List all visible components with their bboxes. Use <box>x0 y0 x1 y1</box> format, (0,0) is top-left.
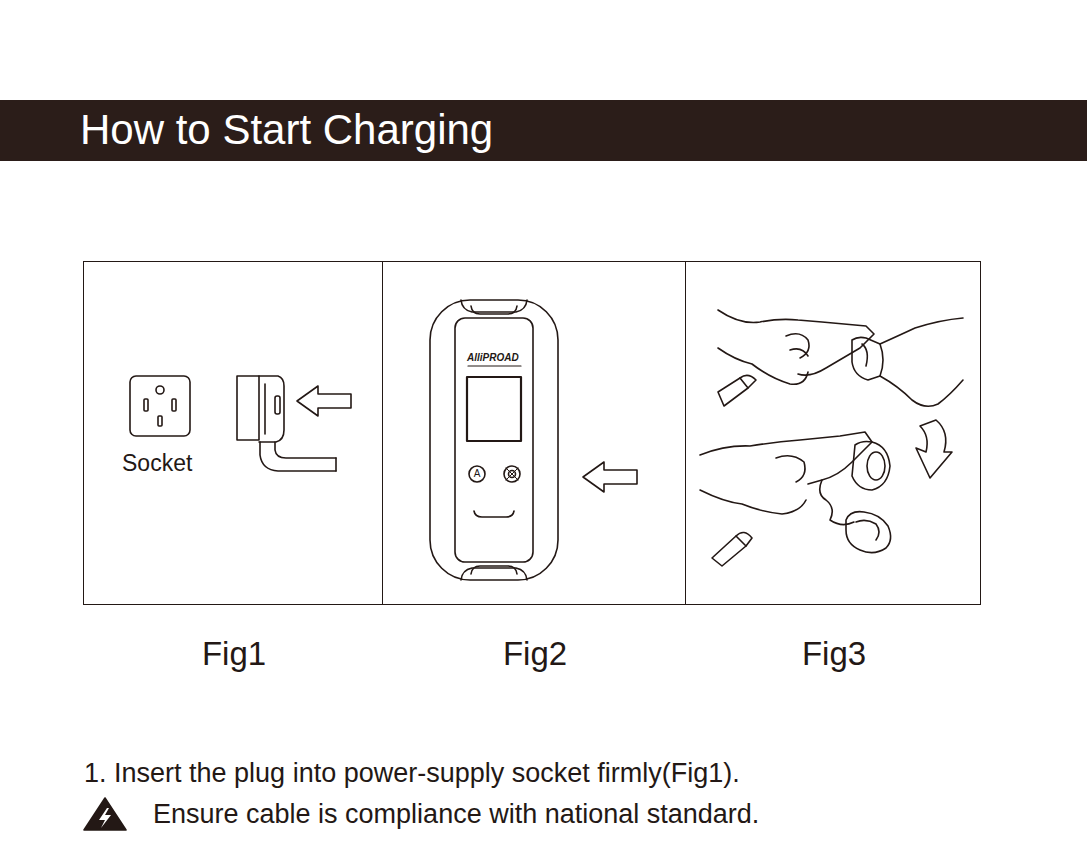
insert-arrow <box>297 386 351 416</box>
charger-box <box>430 300 558 580</box>
figure-caption: Fig2 <box>383 635 687 673</box>
figure-panel: SocketFig1 <box>83 261 383 605</box>
warning-icon <box>84 798 126 830</box>
warning-text: Ensure cable is compliance with national… <box>153 799 759 830</box>
instruction-text: 1. Insert the plug into power-supply soc… <box>84 758 740 789</box>
insert-arrow <box>583 462 637 492</box>
plug <box>237 376 336 471</box>
figure-caption: Fig3 <box>686 635 982 673</box>
brand-label: AlliPROAD <box>467 352 519 364</box>
socket-icon <box>130 376 190 436</box>
connector-hands <box>700 310 963 566</box>
figure-caption: Fig1 <box>84 635 384 673</box>
title-band: How to Start Charging <box>0 100 1087 161</box>
title: How to Start Charging <box>80 106 493 154</box>
rotate-arrow <box>916 420 952 478</box>
figure-panel: Fig2 <box>382 261 686 605</box>
button-label: A <box>474 468 481 480</box>
part-label: Socket <box>122 450 192 477</box>
figure-panel: Fig3 <box>685 261 981 605</box>
